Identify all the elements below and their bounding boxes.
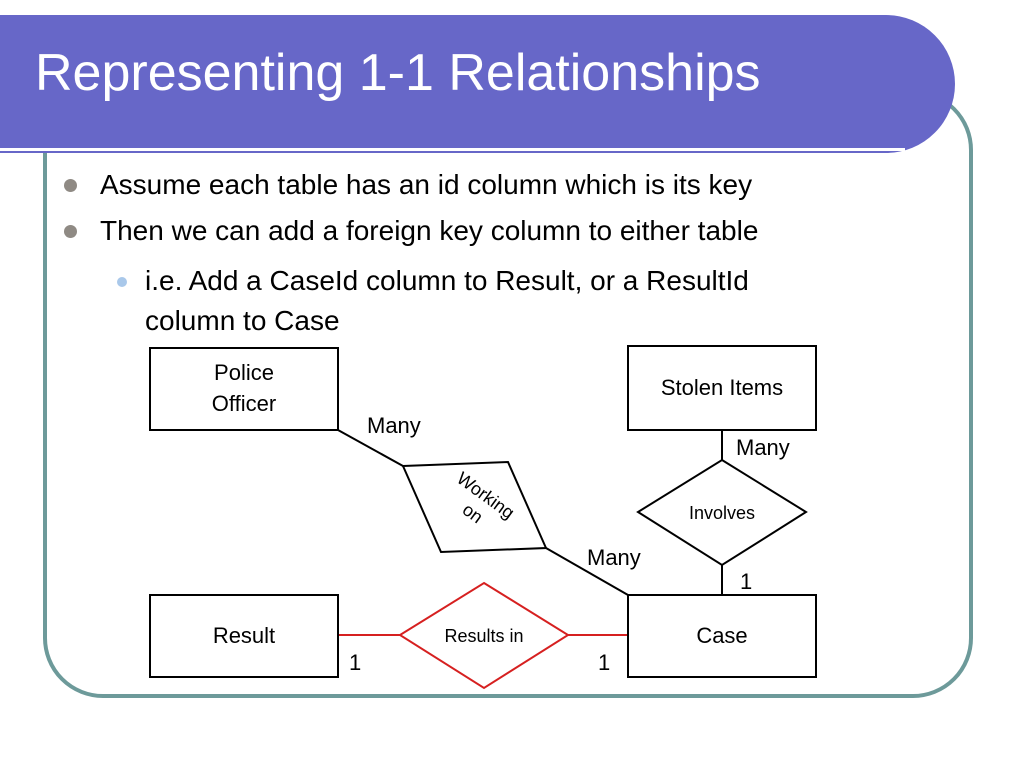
relationship-involves: Involves	[636, 458, 808, 567]
sub-bullet-icon	[117, 277, 127, 287]
sub-bullet-line-2: column to Case	[145, 305, 340, 336]
relationship-results-in: Results in	[398, 581, 570, 690]
entity-label: Police	[214, 360, 274, 385]
entity-label: Case	[696, 623, 747, 648]
cardinality-involves-case: 1	[740, 569, 752, 594]
cardinality-result-results-in: 1	[349, 650, 361, 675]
connector-working-case	[545, 547, 629, 596]
title-underline	[0, 148, 905, 151]
bullet-icon	[64, 225, 77, 238]
bullet-icon	[64, 179, 77, 192]
cardinality-officer-working: Many	[367, 413, 421, 438]
connector-officer-working	[337, 429, 404, 467]
entity-police-officer: Police Officer	[149, 347, 339, 431]
title-bar	[0, 15, 955, 153]
entity-stolen-items: Stolen Items	[627, 345, 817, 431]
bullet-1: Assume each table has an id column which…	[100, 169, 753, 200]
entity-label: Stolen Items	[661, 375, 783, 400]
bullet-2: Then we can add a foreign key column to …	[100, 215, 759, 246]
cardinality-results-in-case: 1	[598, 650, 610, 675]
cardinality-stolen-involves: Many	[736, 435, 790, 460]
cardinality-working-case: Many	[587, 545, 641, 570]
relationship-label: Involves	[689, 503, 755, 523]
relationship-working-on: Working on	[401, 460, 548, 554]
entity-label: Result	[213, 623, 275, 648]
entity-case: Case	[627, 594, 817, 678]
relationship-label: Results in	[444, 626, 523, 646]
sub-bullet-line-1: i.e. Add a CaseId column to Result, or a…	[145, 265, 749, 296]
slide-title: Representing 1-1 Relationships	[35, 44, 761, 102]
entity-label: Officer	[212, 391, 276, 416]
entity-result: Result	[149, 594, 339, 678]
